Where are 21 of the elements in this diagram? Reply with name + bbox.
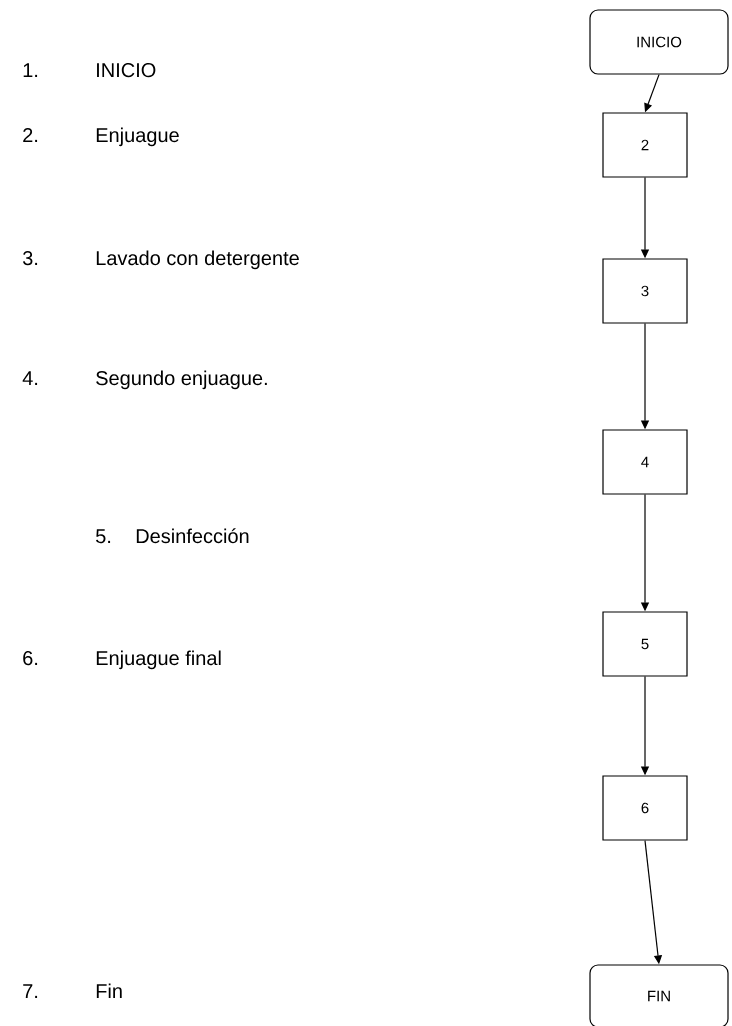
step-number: 5. — [96, 529, 111, 544]
step-number: 7. — [23, 984, 38, 998]
process-box: 4 — [602, 429, 688, 495]
terminal-box: INICIO — [589, 9, 729, 75]
step-text: Lavado con detergente — [96, 250, 299, 270]
step-number: 3. — [22, 251, 38, 266]
process-box: 3 — [602, 258, 688, 324]
process-box: 2 — [602, 112, 688, 178]
step-text: Segundo enjuague. — [96, 370, 267, 390]
step-number: 6. — [23, 651, 38, 666]
step-text: Enjuague — [96, 127, 179, 147]
step-number: 2. — [23, 128, 38, 142]
step-text: Desinfección — [136, 528, 249, 544]
step-text: Enjuague final — [96, 650, 221, 670]
terminal-box: FIN — [589, 964, 729, 1026]
process-box: 5 — [602, 611, 688, 677]
step-text: Fin — [96, 983, 122, 998]
step-text: INICIO — [97, 63, 156, 78]
process-box: 6 — [602, 775, 688, 841]
step-number: 1. — [23, 63, 38, 77]
step-number: 4. — [22, 371, 38, 385]
